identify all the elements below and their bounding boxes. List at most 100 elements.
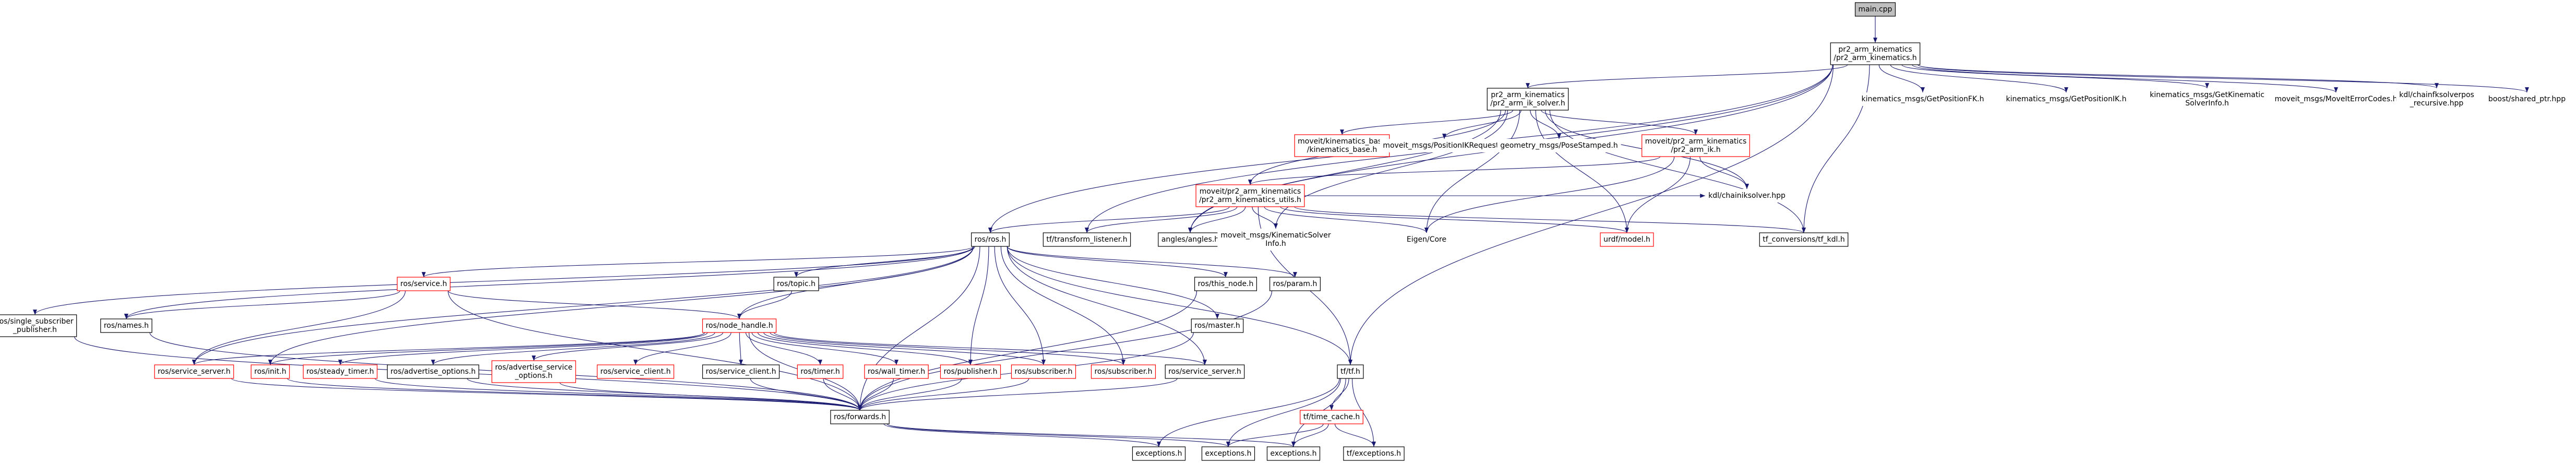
- node-svcServer1[interactable]: ros/service_server.h: [154, 364, 234, 379]
- node-label: ros/service_client.h: [601, 367, 671, 376]
- node-rosH[interactable]: ros/ros.h: [971, 232, 1010, 247]
- edge-rosH-to-rosThisNode: [1007, 246, 1228, 278]
- node-rosThisNode[interactable]: ros/this_node.h: [1194, 277, 1257, 291]
- edge-rosH-to-svcServer1: [192, 246, 974, 365]
- node-box: [1487, 88, 1569, 111]
- node-advSvcOpts[interactable]: ros/advertise_service_options.h: [492, 360, 576, 383]
- node-rosSubscriber2[interactable]: ros/subscriber.h: [1091, 364, 1156, 379]
- node-label: pr2_arm_kinematics: [1838, 45, 1912, 54]
- node-box: [830, 410, 890, 424]
- node-rosSubscriber1[interactable]: ros/subscriber.h: [1011, 364, 1076, 379]
- node-label: ros/ros.h: [975, 235, 1007, 244]
- edge-ikSolver-to-armIK: [1541, 110, 1698, 135]
- edge-rosSubscriber1-to-rosForwards: [858, 378, 1029, 411]
- node-box: [387, 364, 480, 379]
- node-label: tf/transform_listener.h: [1046, 235, 1127, 244]
- edge-pr2kin-to-getKinInfo: [1901, 64, 2209, 89]
- node-rosTimer[interactable]: ros/timer.h: [797, 364, 844, 379]
- node-kinBase[interactable]: moveit/kinematics_base/kinematics_base.h: [1294, 134, 1390, 157]
- node-chainiksolver[interactable]: kdl/chainiksolver.hpp: [1705, 189, 1789, 203]
- node-label: ros/steady_timer.h: [306, 367, 374, 376]
- node-rosPublisher[interactable]: ros/publisher.h: [940, 364, 1001, 379]
- node-svcClientRed[interactable]: ros/service_client.h: [596, 364, 675, 379]
- node-rosNames[interactable]: ros/names.h: [100, 318, 152, 333]
- node-singleSub[interactable]: ros/single_subscriber_publisher.h: [0, 314, 77, 337]
- edge-armIK-to-eigenCore: [1424, 156, 1675, 233]
- node-main[interactable]: main.cpp: [1854, 2, 1896, 17]
- node-box: [1294, 134, 1390, 157]
- node-rosParam[interactable]: ros/param.h: [1269, 277, 1321, 291]
- node-tfH[interactable]: tf/tf.h: [1337, 364, 1364, 379]
- node-tfConv[interactable]: tf_conversions/tf_kdl.h: [1759, 232, 1849, 247]
- node-box: [303, 364, 378, 379]
- node-rosService[interactable]: ros/service.h: [397, 277, 451, 291]
- node-exceptions1[interactable]: exceptions.h: [1132, 446, 1186, 461]
- node-box: [596, 364, 675, 379]
- node-wallTimer[interactable]: ros/wall_timer.h: [864, 364, 929, 379]
- node-box: [1043, 232, 1131, 247]
- node-label: boost/shared_ptr.hpp: [2488, 95, 2566, 103]
- node-steadyTimer[interactable]: ros/steady_timer.h: [303, 364, 378, 379]
- node-label: ros/node_handle.h: [705, 322, 773, 330]
- node-box: [1337, 364, 1364, 379]
- node-exceptions2[interactable]: exceptions.h: [1201, 446, 1255, 461]
- node-label: ros/advertise_service: [495, 363, 573, 372]
- node-rosInit[interactable]: ros/init.h: [250, 364, 290, 379]
- node-getPosIK[interactable]: kinematics_msgs/GetPositionIK.h: [2003, 92, 2130, 106]
- node-box: [1201, 446, 1255, 461]
- node-pr2kin[interactable]: pr2_arm_kinematics/pr2_arm_kinematics.h: [1830, 42, 1921, 65]
- node-armIK[interactable]: moveit/pr2_arm_kinematics/pr2_arm_ik.h: [1642, 134, 1750, 157]
- node-svcClient[interactable]: ros/service_client.h: [702, 364, 780, 379]
- node-kdlRecur[interactable]: kdl/chainfksolverpos_recursive.hpp: [2396, 88, 2477, 110]
- edge-rosH-to-rosSubscriber1: [994, 246, 1046, 365]
- edge-pr2kin-to-getPosFK: [1878, 64, 1925, 93]
- node-box: [1300, 410, 1363, 424]
- node-label: ros/subscriber.h: [1014, 367, 1072, 376]
- node-rosForwards[interactable]: ros/forwards.h: [830, 410, 890, 424]
- node-kinUtils[interactable]: moveit/pr2_arm_kinematics/pr2_arm_kinema…: [1195, 184, 1305, 207]
- node-timeCache[interactable]: tf/time_cache.h: [1300, 410, 1363, 424]
- node-label: moveit/kinematics_base: [1298, 137, 1386, 146]
- node-box: [797, 364, 844, 379]
- edge-nodeHandle-to-steadyTimer: [338, 332, 708, 365]
- edge-rosParam-to-rosForwards: [858, 290, 1273, 411]
- node-rosTopic[interactable]: ros/topic.h: [773, 277, 819, 291]
- node-tfListener[interactable]: tf/transform_listener.h: [1043, 232, 1131, 247]
- node-nodeHandle[interactable]: ros/node_handle.h: [702, 318, 777, 333]
- edge-kinUtils-to-urdfModel: [1280, 206, 1629, 233]
- node-rosMaster[interactable]: ros/master.h: [1191, 318, 1244, 333]
- node-posIKReq[interactable]: moveit_msgs/PositionIKRequest.h: [1380, 139, 1509, 152]
- node-advOpts[interactable]: ros/advertise_options.h: [387, 364, 480, 379]
- edge-kinUtils-to-angles: [1188, 206, 1246, 233]
- node-getPosFK[interactable]: kinematics_msgs/GetPositionFK.h: [1858, 92, 1987, 106]
- edge-nodeHandle-to-wallTimer: [751, 332, 898, 365]
- edge-rosH-to-rosInit: [268, 246, 974, 365]
- node-box: [250, 364, 290, 379]
- node-urdfModel[interactable]: urdf/model.h: [1600, 232, 1654, 247]
- node-eigenCore[interactable]: Eigen/Core: [1403, 233, 1450, 246]
- node-poseStamped[interactable]: geometry_msgs/PoseStamped.h: [1497, 139, 1621, 152]
- edge-nodeHandle-to-svcServer2: [773, 332, 1207, 365]
- node-box: [1269, 277, 1321, 291]
- node-moveitErr[interactable]: moveit_msgs/MoveItErrorCodes.h: [2271, 92, 2401, 106]
- node-label: _publisher.h: [13, 326, 57, 334]
- node-exceptions3[interactable]: exceptions.h: [1266, 446, 1321, 461]
- edge-svcClient-to-rosForwards: [750, 378, 862, 411]
- node-label: ros/topic.h: [777, 280, 816, 288]
- node-tfExceptions[interactable]: tf/exceptions.h: [1343, 446, 1405, 461]
- edge-timeCache-to-tfExceptions: [1334, 423, 1376, 447]
- node-boostShared[interactable]: boost/shared_ptr.hpp: [2485, 92, 2569, 106]
- edge-armIK-to-chainiksolver: [1699, 156, 1749, 189]
- node-angles[interactable]: angles/angles.h: [1158, 232, 1223, 247]
- edge-rosH-to-tfH: [1007, 246, 1352, 365]
- edge-ikSolver-to-posIKReq: [1442, 110, 1521, 139]
- node-label: moveit_msgs/PositionIKRequest.h: [1383, 141, 1505, 150]
- node-svcServer2[interactable]: ros/service_server.h: [1165, 364, 1245, 379]
- node-label: moveit_msgs/KinematicSolver: [1220, 231, 1331, 240]
- node-box: [702, 318, 777, 333]
- edge-ikSolver-to-kinSolverInfo: [1274, 110, 1508, 229]
- node-ikSolver[interactable]: pr2_arm_kinematics/pr2_arm_ik_solver.h: [1487, 88, 1569, 111]
- node-label: moveit_msgs/MoveItErrorCodes.h: [2274, 95, 2397, 103]
